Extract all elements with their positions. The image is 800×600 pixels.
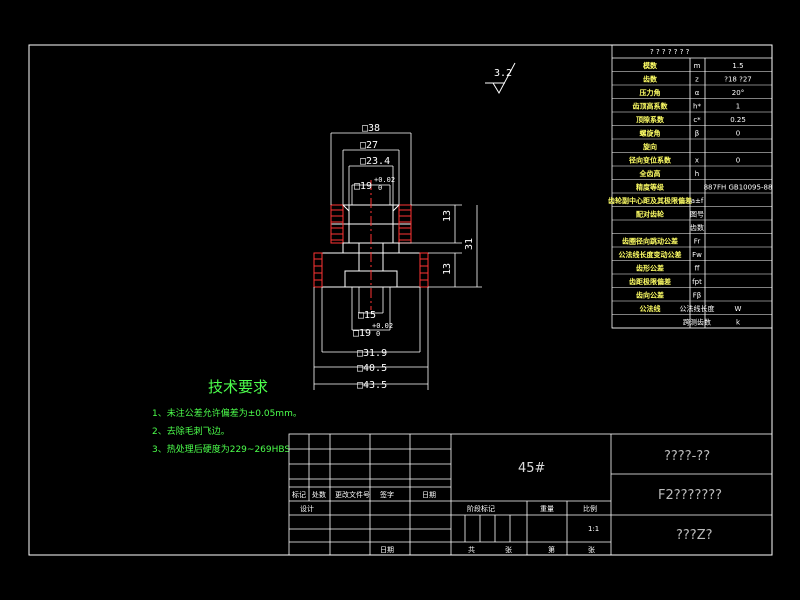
param-name: 径向变位系数 <box>629 156 672 165</box>
dimension-lines <box>313 132 482 390</box>
tb-weight: 重量 <box>540 505 554 513</box>
param-value: ?18 ?27 <box>724 76 751 84</box>
param-name: 压力角 <box>640 88 661 97</box>
param-name: 公法线 <box>640 304 661 313</box>
param-symbol: Fw <box>692 251 702 259</box>
param-symbol: a±f <box>691 197 704 205</box>
tb-sheet-no: 第 <box>548 545 555 554</box>
tech-requirement-item: 1、未注公差允许偏差为±0.05mm。 <box>152 407 302 419</box>
param-name: 齿圈径向跳动公差 <box>622 237 678 246</box>
dim-right-0: 13 <box>442 210 453 222</box>
tb-signature: 签字 <box>380 490 394 499</box>
param-symbol: z <box>695 76 699 84</box>
param-value: 1 <box>736 103 740 111</box>
title-block <box>288 433 773 556</box>
surface-roughness-icon <box>485 62 516 95</box>
param-symbol: h* <box>693 103 701 111</box>
param-name: 齿数 <box>643 75 658 84</box>
tb-scale: 比例 <box>583 504 597 513</box>
param-name: 齿轮副中心距及其极限偏差 <box>608 196 692 205</box>
tb-stage-mark: 阶段标记 <box>467 504 495 513</box>
param-rows: 模数 m 1.5 齿数 z ?18 ?27 压力角 α 20° 齿顶高系数 h* 1 顶隙系数 c* 0.2… <box>608 61 773 329</box>
param-name: 顶隙系数 <box>636 115 665 124</box>
tb-change-doc: 更改文件号 <box>335 490 370 499</box>
tb-sheet-unit2: 张 <box>588 545 595 554</box>
material-label: 45# <box>518 461 545 476</box>
param-name: 全齿高 <box>639 169 661 178</box>
dim-top-1: □27 <box>360 140 378 151</box>
param-symbol: x <box>695 157 699 165</box>
drawing-number: F2??????? <box>658 488 722 503</box>
param-symbol: α <box>695 89 700 97</box>
roughness-value: 3.2 <box>494 68 512 79</box>
param-name: 齿顶高系数 <box>633 102 669 111</box>
param-symbol: 跨测齿数 <box>683 318 711 327</box>
tb-design: 设计 <box>300 504 314 513</box>
param-value: 20° <box>732 89 744 97</box>
tech-requirements-title: 技术要求 <box>208 378 268 396</box>
param-name: 齿形公差 <box>636 264 664 273</box>
dim-bottom-tol-1: 0 <box>376 330 380 338</box>
param-value: 887FH GB10095-88 <box>704 184 773 192</box>
dim-bottom-1: □19 <box>353 328 371 339</box>
tech-requirement-item: 3、热处理后硬度为229~269HBS <box>152 443 290 455</box>
param-name: 齿向公差 <box>636 291 664 300</box>
tb-mark: 标记 <box>292 490 306 499</box>
param-symbol: Fβ <box>693 292 702 300</box>
param-symbol: 图号 <box>690 211 704 219</box>
param-name: 模数 <box>643 61 658 70</box>
dim-top-3: □19 <box>354 181 372 192</box>
param-name: 配对齿轮 <box>636 210 664 219</box>
param-symbol: c* <box>693 116 701 124</box>
tb-sheet-unit1: 张 <box>505 545 512 554</box>
dim-top-tol-1: 0 <box>378 184 382 192</box>
part-section-view <box>313 180 429 310</box>
dim-bottom-tol-0: +0.02 <box>372 322 393 330</box>
param-symbol: 齿数 <box>690 223 704 232</box>
param-value: 0 <box>736 130 740 138</box>
dim-bottom-2: □31.9 <box>357 348 387 359</box>
param-symbol: fpt <box>692 278 702 286</box>
param-value: W <box>735 305 742 313</box>
dim-top-0: □38 <box>362 123 380 134</box>
param-symbol: β <box>695 130 699 138</box>
tech-requirement-item: 2、去除毛刺飞边。 <box>152 425 230 437</box>
param-symbol: m <box>694 62 701 70</box>
param-value: 1.5 <box>732 62 743 70</box>
tb-sheet-total: 共 <box>468 545 475 554</box>
param-value: 0.25 <box>730 116 746 124</box>
param-name: 公法线长度变动公差 <box>619 250 682 259</box>
param-name: 旋向 <box>642 142 657 151</box>
tb-date2: 日期 <box>380 546 394 554</box>
param-symbol: h <box>695 170 699 178</box>
tb-date: 日期 <box>422 491 436 499</box>
param-table-header: ? ? ? ? ? ? ? <box>650 48 690 56</box>
dim-bottom-4: □43.5 <box>357 380 387 391</box>
param-symbol: ff <box>695 265 700 273</box>
dim-top-2: □23.4 <box>360 156 390 167</box>
tb-scale-value: 1:1 <box>588 525 599 533</box>
param-name: 螺旋角 <box>640 129 661 138</box>
dim-right-1: 31 <box>464 238 475 250</box>
param-value: 0 <box>736 157 740 165</box>
dim-top-tol-0: +0.02 <box>374 176 395 184</box>
drawing-name: ????-?? <box>664 449 710 464</box>
param-symbol: Fr <box>694 238 701 246</box>
dim-bottom-3: □40.5 <box>357 363 387 374</box>
tb-count: 处数 <box>312 490 326 499</box>
param-name: 齿距极限偏差 <box>629 277 671 286</box>
dim-right-2: 13 <box>442 263 453 275</box>
company-name: ???Z? <box>676 528 713 543</box>
dim-bottom-0: □15 <box>358 310 376 321</box>
param-name: 精度等级 <box>636 183 665 192</box>
param-value: k <box>736 319 741 327</box>
param-symbol: 公法线长度 <box>680 304 715 313</box>
